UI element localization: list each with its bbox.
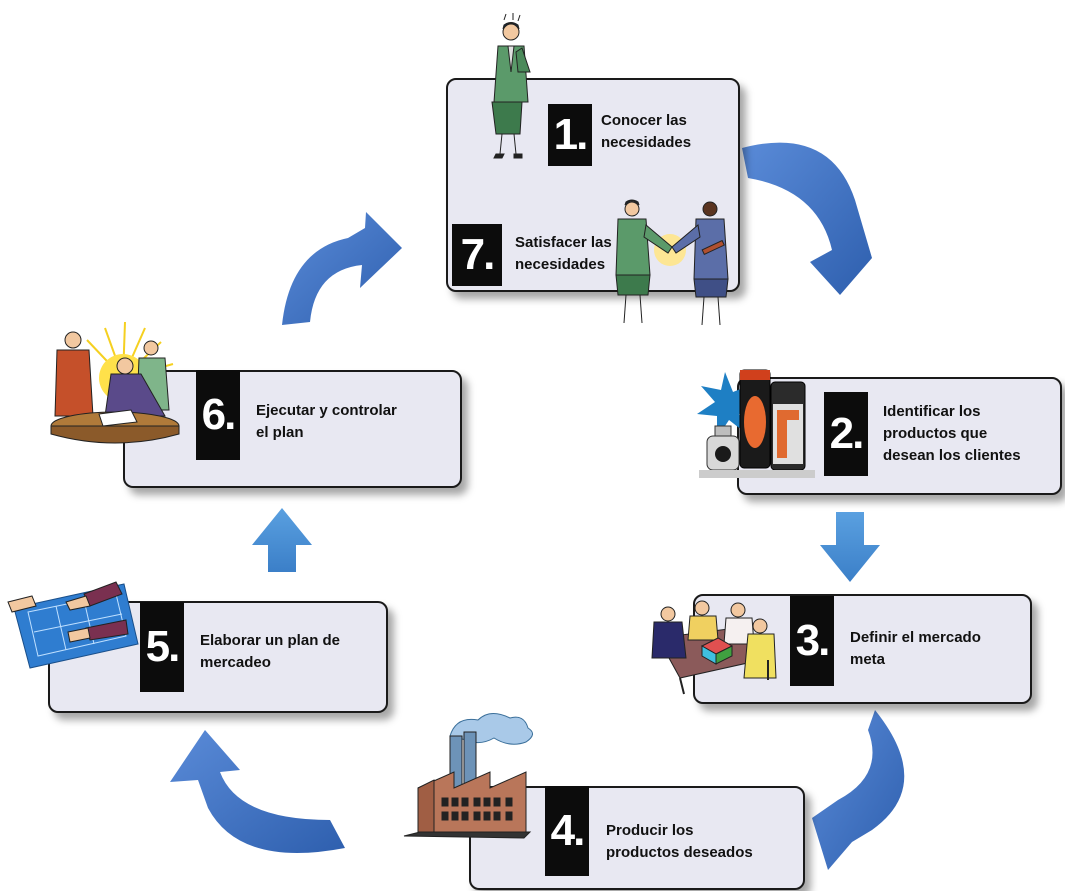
step-number-2: 2. <box>824 392 868 476</box>
step-number-4: 4. <box>545 786 589 876</box>
factory-icon <box>403 713 533 839</box>
blueprint-hands-icon <box>7 581 139 669</box>
handshake-icon <box>615 199 729 326</box>
arrow-6-to-7 <box>282 212 402 325</box>
step-label-7: Satisfacer las necesidades <box>515 234 612 273</box>
arrow-4-to-5 <box>170 730 345 853</box>
thinking-woman-icon <box>491 13 531 159</box>
business-meeting-icon <box>50 321 180 444</box>
arrow-2-to-3 <box>820 512 880 582</box>
spray-products-icon <box>697 369 815 478</box>
arrow-1-to-2 <box>742 142 872 295</box>
meeting-table-icon <box>651 600 777 695</box>
step-label-6: Ejecutar y controlar el plan <box>256 402 397 441</box>
step-label-5: Elaborar un plan de mercadeo <box>200 632 341 671</box>
step-number-5: 5. <box>140 602 184 692</box>
step-number-3: 3. <box>790 596 834 686</box>
arrow-5-to-6 <box>252 508 312 572</box>
step-label-2: Identificar los productos que desean los… <box>883 403 1021 464</box>
step-label-1: Conocer las necesidades <box>601 112 692 151</box>
arrow-3-to-4 <box>812 710 905 870</box>
step-label-3: Definir el mercado meta <box>850 629 981 668</box>
step-number-1: 1. <box>548 104 592 166</box>
step-number-6: 6. <box>196 370 240 460</box>
step-label-4: Producir los productos deseados <box>606 822 753 861</box>
step-number-7: 7. <box>452 224 502 286</box>
